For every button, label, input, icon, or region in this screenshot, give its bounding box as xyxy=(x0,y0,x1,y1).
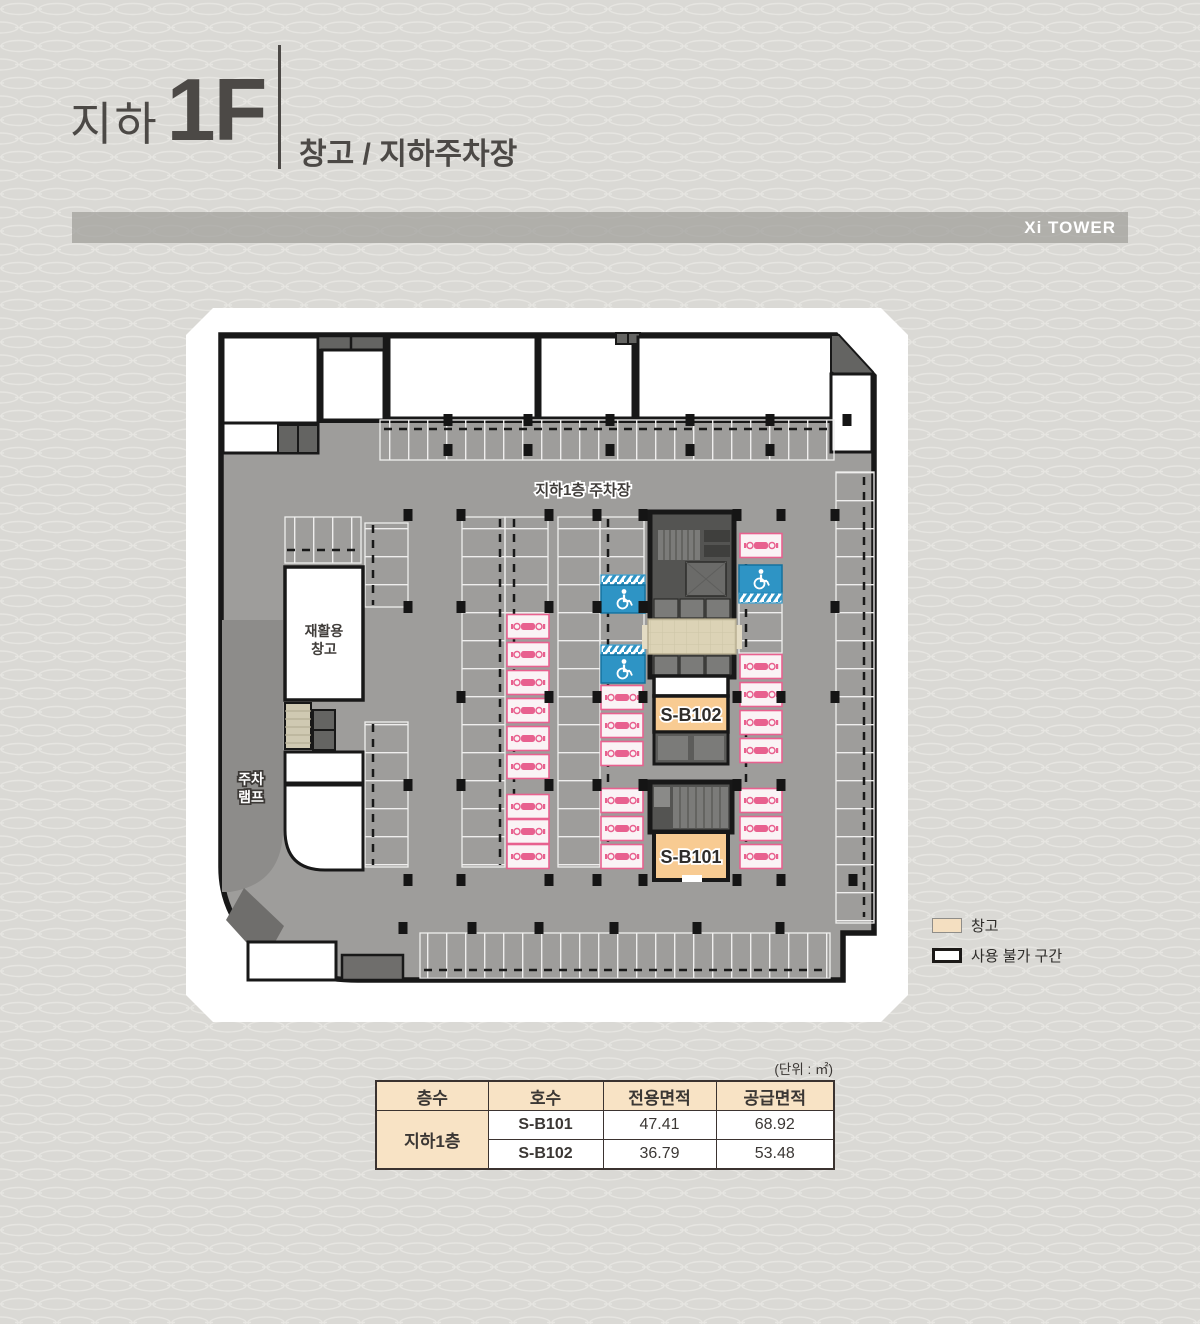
column-dots xyxy=(398,414,858,934)
floor-prefix: 지하 xyxy=(70,98,159,150)
cell-exclusive-1: 36.79 xyxy=(602,1139,717,1170)
floor-subtitle: 창고 / 지하주차장 xyxy=(299,138,518,171)
cell-floor: 지하1층 xyxy=(375,1110,489,1170)
disabled-parking-spots xyxy=(600,564,783,684)
cell-unit-0: S-B101 xyxy=(487,1110,604,1140)
table-row: S-B102 36.79 53.48 xyxy=(376,1139,835,1170)
cell-exclusive-0: 47.41 xyxy=(602,1110,717,1140)
parking-area-label: 지하1층 주차장 xyxy=(535,481,631,499)
col-unit: 호수 xyxy=(487,1080,604,1111)
floorplan: 지하1층 주차장 재활용 창고 주차 램프 S-B102 S-B101 xyxy=(218,332,877,983)
recycle-room-label-1: 재활용 xyxy=(305,623,344,639)
ramp-label-2: 램프 xyxy=(238,789,264,805)
cell-unit-1: S-B102 xyxy=(487,1139,604,1170)
bottom-rooms xyxy=(246,940,405,982)
legend-warehouse: 창고 xyxy=(932,915,1062,936)
col-exclusive-area: 전용면적 xyxy=(602,1080,717,1111)
tower-bar: Xi TOWER xyxy=(72,212,1128,243)
unit-note: (단위 : ㎡) xyxy=(774,1062,833,1077)
table-header-row: 층수 호수 전용면적 공급면적 xyxy=(375,1080,835,1111)
warehouse-swatch xyxy=(932,918,962,933)
core-block xyxy=(642,509,742,882)
cell-supply-0: 68.92 xyxy=(715,1110,835,1140)
unit-label-b101: S-B101 xyxy=(660,847,721,867)
area-table: 층수 호수 전용면적 공급면적 지하1층 S-B101 47.41 68.92 … xyxy=(375,1080,835,1170)
parking-ramp-area xyxy=(222,620,283,892)
unusable-swatch xyxy=(932,948,962,963)
unit-label-b102: S-B102 xyxy=(660,705,721,725)
ramp-label-1: 주차 xyxy=(238,771,264,787)
tower-label: Xi TOWER xyxy=(1024,218,1116,237)
left-rooms xyxy=(283,565,365,872)
legend-unusable-label: 사용 불가 구간 xyxy=(971,948,1063,965)
col-floor: 층수 xyxy=(375,1080,489,1111)
legend: 창고 사용 불가 구간 xyxy=(932,915,1062,975)
recycle-room-label-2: 창고 xyxy=(311,641,337,657)
col-supply-area: 공급면적 xyxy=(715,1080,835,1111)
legend-warehouse-label: 창고 xyxy=(971,918,999,935)
title-divider xyxy=(278,45,281,169)
cell-supply-1: 53.48 xyxy=(715,1139,835,1170)
floor-number: 1F xyxy=(166,60,268,159)
table-row: 지하1층 S-B101 47.41 68.92 xyxy=(375,1110,835,1170)
top-rooms xyxy=(221,332,874,455)
legend-unusable: 사용 불가 구간 xyxy=(932,945,1062,966)
page-title: 지하 1F xyxy=(70,60,268,159)
